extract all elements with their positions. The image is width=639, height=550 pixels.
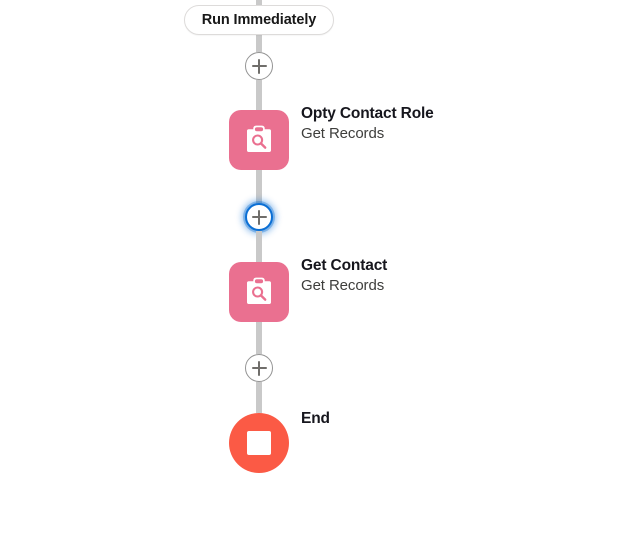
- connector-start-to-add-1: [256, 0, 262, 5]
- flow-node-2-title: Get Contact: [301, 257, 388, 274]
- connector-add-1-top: [256, 35, 262, 52]
- start-node-label: Run Immediately: [201, 12, 317, 28]
- connector-node-1-to-add-2: [256, 170, 262, 203]
- plus-icon: [251, 58, 267, 74]
- plus-icon: [251, 209, 267, 225]
- clipboard-search-icon: [247, 277, 271, 304]
- add-element-button-1[interactable]: [245, 52, 273, 80]
- flow-node-end[interactable]: [229, 413, 289, 473]
- flow-node-end-label: End: [301, 410, 330, 427]
- connector-node-2-to-add-3: [256, 322, 262, 354]
- add-element-button-2[interactable]: [245, 203, 273, 231]
- flow-node-2-subtitle: Get Records: [301, 277, 385, 294]
- connector-add-3-to-end: [256, 382, 262, 413]
- add-element-button-3[interactable]: [245, 354, 273, 382]
- flow-node-1-subtitle: Get Records: [301, 125, 385, 142]
- flow-node-2-text: Get Contact Get Records: [301, 256, 387, 296]
- stop-square-icon: [247, 431, 271, 455]
- flow-node-1-text: Opty Contact Role Get Records: [301, 104, 434, 144]
- flow-node-get-contact[interactable]: [229, 262, 289, 322]
- flow-node-opty-contact-role[interactable]: [229, 110, 289, 170]
- clipboard-search-icon: [247, 125, 271, 152]
- connector-add-2-to-node-2: [256, 231, 262, 262]
- start-node-run-immediately[interactable]: Run Immediately: [184, 5, 334, 35]
- plus-icon: [251, 360, 267, 376]
- flow-node-1-title: Opty Contact Role: [301, 105, 434, 122]
- connector-add-1-to-node-1: [256, 80, 262, 110]
